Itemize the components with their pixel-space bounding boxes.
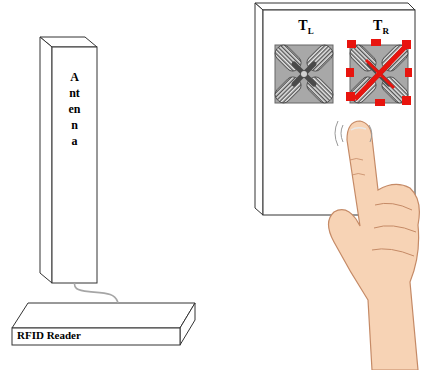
tag-panel bbox=[255, 3, 415, 215]
antenna-label: Antenna bbox=[69, 69, 81, 149]
antenna-box: Antenna bbox=[52, 47, 97, 283]
antenna-slab bbox=[40, 37, 97, 283]
reader-label: RFID Reader bbox=[17, 329, 81, 341]
tag-right: TR bbox=[350, 18, 412, 104]
pointing-hand bbox=[329, 121, 420, 370]
rfid-tags bbox=[272, 42, 411, 106]
antenna-cable bbox=[75, 283, 119, 303]
reader-box: RFID Reader bbox=[12, 303, 195, 345]
tag-inlay bbox=[347, 42, 411, 106]
tag-left: TL bbox=[275, 18, 337, 104]
touch-marks bbox=[346, 39, 412, 106]
tag-label: TL bbox=[275, 18, 337, 36]
tag-label: TR bbox=[350, 18, 412, 36]
tag-inlay bbox=[272, 42, 336, 106]
reader-slab bbox=[12, 303, 195, 345]
